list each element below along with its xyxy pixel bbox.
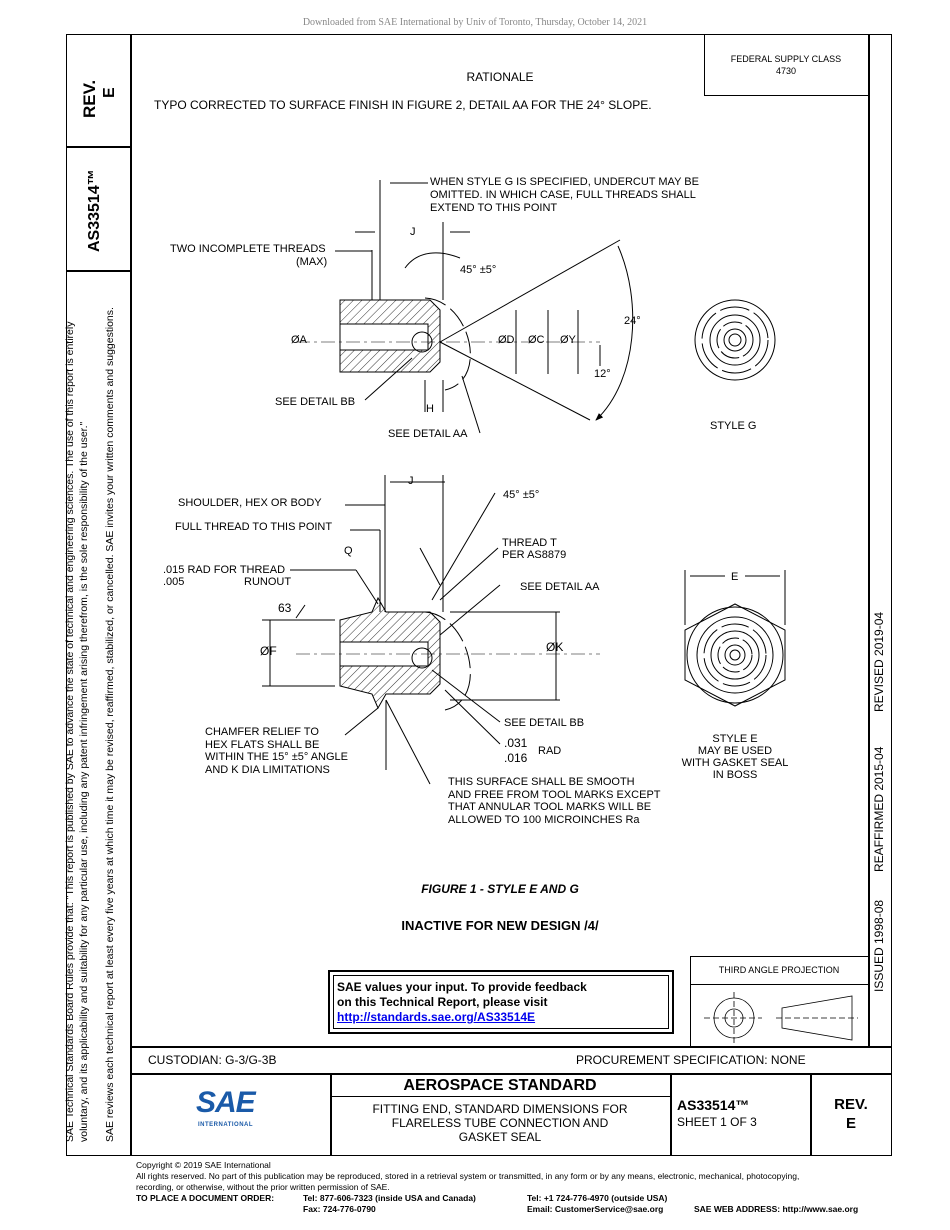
dim-a: ØA xyxy=(291,334,308,346)
supply-class-label: FEDERAL SUPPLY CLASS xyxy=(730,54,842,64)
top-angle: 45° ±5° xyxy=(460,264,496,276)
dim-y: ØY xyxy=(560,334,577,346)
sae-logo: SAE INTERNATIONAL xyxy=(196,1086,276,1136)
feedback-line1: SAE values your input. To provide feedba… xyxy=(337,980,587,994)
chamfer-3: WITHIN THE 15° ±5° ANGLE xyxy=(205,751,348,763)
aerospace-standard: AEROSPACE STANDARD xyxy=(403,1077,597,1094)
incomplete-threads-1: TWO INCOMPLETE THREADS xyxy=(170,243,326,255)
angle-12: 12° xyxy=(594,368,611,380)
title-desc-3: GASKET SEAL xyxy=(458,1130,542,1144)
rationale-title: RATIONALE xyxy=(466,70,534,84)
runout-label: RUNOUT xyxy=(244,576,291,588)
figure-caption: FIGURE 1 - STYLE E AND G xyxy=(421,882,579,896)
rights-1: All rights reserved. No part of this pub… xyxy=(136,1171,800,1181)
bottom-detail-aa: SEE DETAIL AA xyxy=(520,581,600,593)
surface-4: ALLOWED TO 100 MICROINCHES Ra xyxy=(448,814,640,826)
rad-016: .016 xyxy=(504,751,528,765)
feedback-box: SAE values your input. To provide feedba… xyxy=(328,970,674,1034)
tel-usa: Tel: 877-606-7323 (inside USA and Canada… xyxy=(303,1193,476,1203)
top-detail-aa: SEE DETAIL AA xyxy=(388,428,468,440)
sheet-number: SHEET 1 OF 3 xyxy=(677,1115,757,1129)
title-rev-label: REV. xyxy=(834,1096,868,1113)
fax: Fax: 724-776-0790 xyxy=(303,1204,376,1214)
bottom-angle: 45° ±5° xyxy=(503,489,539,501)
bottom-detail-bb: SEE DETAIL BB xyxy=(504,717,584,729)
figure-drawing: WHEN STYLE G IS SPECIFIED, UNDERCUT MAY … xyxy=(163,176,789,826)
style-e-2: MAY BE USED xyxy=(698,745,772,757)
procurement-spec: PROCUREMENT SPECIFICATION: NONE xyxy=(576,1053,806,1067)
shoulder-note: SHOULDER, HEX OR BODY xyxy=(178,497,322,509)
dim-h: H xyxy=(426,403,434,415)
rad-label: RAD xyxy=(538,745,561,757)
dim-c: ØC xyxy=(528,334,545,346)
drawing-frame xyxy=(66,34,892,1156)
style-e-end-view xyxy=(684,570,786,707)
inactive-note: INACTIVE FOR NEW DESIGN /4/ xyxy=(401,918,599,933)
feedback-line2: on this Technical Report, please visit xyxy=(337,995,548,1009)
rationale-text: TYPO CORRECTED TO SURFACE FINISH IN FIGU… xyxy=(154,98,652,112)
order-label: TO PLACE A DOCUMENT ORDER: xyxy=(136,1193,275,1203)
dim-e: E xyxy=(731,571,738,583)
chamfer-2: HEX FLATS SHALL BE xyxy=(205,739,319,751)
title-desc-1: FITTING END, STANDARD DIMENSIONS FOR xyxy=(372,1102,628,1116)
projection-symbol xyxy=(704,992,858,1044)
chamfer-1: CHAMFER RELIEF TO xyxy=(205,726,319,738)
dim-q: Q xyxy=(344,545,353,557)
surface-finish: 63 xyxy=(278,601,292,615)
bottom-dim-j: J xyxy=(408,475,414,487)
style-e-4: IN BOSS xyxy=(713,769,758,781)
sae-logo-text: SAE xyxy=(196,1086,256,1119)
title-doc-number: AS33514™ xyxy=(677,1097,750,1113)
style-e-3: WITH GASKET SEAL xyxy=(682,757,789,769)
thread-t-1: THREAD T xyxy=(502,537,557,549)
style-g-label: STYLE G xyxy=(710,420,756,432)
top-dim-j: J xyxy=(410,226,416,238)
style-g-note2: OMITTED. IN WHICH CASE, FULL THREADS SHA… xyxy=(430,189,696,201)
dim-f: ØF xyxy=(260,644,277,658)
surface-3: THAT ANNULAR TOOL MARKS WILL BE xyxy=(448,801,651,813)
top-section-view xyxy=(296,180,634,434)
tel-outside: Tel: +1 724-776-4970 (outside USA) xyxy=(527,1193,668,1203)
style-g-end-view xyxy=(694,299,776,381)
bottom-section-view xyxy=(262,475,600,785)
web-address[interactable]: SAE WEB ADDRESS: http://www.sae.org xyxy=(694,1204,859,1214)
download-banner: Downloaded from SAE International by Uni… xyxy=(302,17,648,28)
title-rev-value: E xyxy=(845,1115,856,1132)
surface-1: THIS SURFACE SHALL BE SMOOTH xyxy=(448,776,635,788)
custodian: CUSTODIAN: G-3/G-3B xyxy=(148,1053,277,1067)
style-e-1: STYLE E xyxy=(712,733,757,745)
rad-031: .031 xyxy=(504,736,528,750)
email[interactable]: Email: CustomerService@sae.org xyxy=(527,1204,664,1214)
copyright: Copyright © 2019 SAE International xyxy=(136,1160,271,1170)
style-g-note3: EXTEND TO THIS POINT xyxy=(430,202,557,214)
projection-label: THIRD ANGLE PROJECTION xyxy=(718,965,840,975)
dim-d: ØD xyxy=(498,334,515,346)
supply-class-box xyxy=(704,34,868,96)
surface-2: AND FREE FROM TOOL MARKS EXCEPT xyxy=(448,789,661,801)
top-detail-bb: SEE DETAIL BB xyxy=(275,396,355,408)
dim-k: ØK xyxy=(546,640,563,654)
title-desc-2: FLARELESS TUBE CONNECTION AND xyxy=(391,1116,609,1130)
full-thread-note: FULL THREAD TO THIS POINT xyxy=(175,521,332,533)
projection-box xyxy=(690,956,868,1046)
rights-2: recording, or otherwise, without the pri… xyxy=(136,1182,390,1192)
rad-thread-2: .005 xyxy=(163,576,184,588)
feedback-link[interactable]: http://standards.sae.org/AS33514E xyxy=(337,1010,536,1024)
supply-class-value: 4730 xyxy=(775,66,797,76)
style-g-note1: WHEN STYLE G IS SPECIFIED, UNDERCUT MAY … xyxy=(430,176,699,188)
sae-logo-sub: INTERNATIONAL xyxy=(198,1122,254,1128)
incomplete-threads-2: (MAX) xyxy=(296,256,327,268)
rad-thread-1: .015 RAD FOR THREAD xyxy=(163,564,285,576)
thread-t-2: PER AS8879 xyxy=(502,549,566,561)
angle-24: 24° xyxy=(624,315,641,327)
chamfer-4: AND K DIA LIMITATIONS xyxy=(205,764,330,776)
